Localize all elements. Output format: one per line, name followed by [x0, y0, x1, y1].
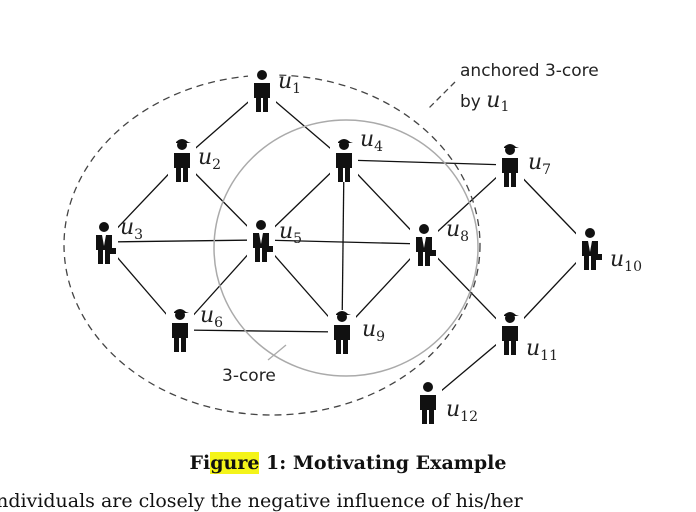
caption-rest: 1: Motivating Example: [259, 452, 507, 474]
figure-caption: Figure 1: Motivating Example: [0, 452, 696, 474]
edges-group: [103, 89, 591, 403]
person-icon: [502, 144, 519, 187]
node-u7: u7: [496, 143, 551, 187]
edge-u8-u7: [423, 164, 511, 245]
caption-prefix: Fi: [189, 452, 211, 474]
node-u2: u2: [168, 138, 221, 182]
node-u11: u11: [496, 311, 558, 364]
core-label-pointer: [267, 344, 287, 361]
node-u1: u1: [248, 68, 301, 112]
person-icon: [96, 222, 116, 264]
person-icon: [172, 309, 189, 352]
node-u3: u3: [90, 215, 143, 264]
node-label-u10: u10: [610, 247, 642, 275]
node-label-u4: u4: [360, 127, 383, 155]
node-u12: u12: [414, 380, 478, 425]
edge-u3-u5: [103, 239, 262, 243]
node-u5: u5: [247, 218, 302, 262]
edge-u6-u9: [179, 329, 343, 333]
node-label-u9: u9: [362, 317, 385, 345]
edge-u4-u7: [343, 159, 511, 166]
node-u4: u4: [330, 127, 383, 182]
edge-u5-u8: [260, 239, 425, 245]
node-label-u11: u11: [526, 336, 558, 364]
nodes-group: u1 u2 u3 u4 u5 u6 u7 u8 u9 u10 u11 u12: [90, 68, 642, 425]
anchored-3-core-label: anchored 3-core: [460, 61, 599, 81]
node-u6: u6: [166, 303, 223, 352]
node-label-u6: u6: [200, 303, 223, 331]
partial-body-text: individuals are closely the negative inf…: [0, 490, 523, 512]
node-label-u8: u8: [446, 217, 469, 245]
node-u8: u8: [410, 217, 469, 266]
3-core-boundary: [213, 119, 479, 377]
node-label-u1: u1: [278, 69, 301, 97]
person-icon: [416, 224, 436, 266]
person-icon: [254, 70, 270, 112]
anchored-label-pointer: [426, 81, 456, 111]
node-label-u12: u12: [446, 397, 478, 425]
person-icon: [502, 312, 519, 355]
node-label-u5: u5: [279, 219, 302, 247]
edge-u4-u9: [341, 159, 345, 333]
3-core-label: 3-core: [222, 366, 276, 386]
person-icon: [420, 382, 436, 424]
person-icon: [582, 228, 602, 270]
person-icon: [334, 311, 351, 354]
edge-u8-u11: [423, 243, 511, 334]
person-icon: [253, 220, 273, 262]
anchored-by-label: by u1: [460, 88, 509, 115]
caption-highlight: gure: [210, 452, 260, 474]
node-label-u7: u7: [528, 150, 551, 178]
node-label-u2: u2: [198, 145, 221, 173]
node-label-u3: u3: [120, 215, 143, 243]
person-icon: [174, 139, 191, 182]
node-u9: u9: [328, 310, 385, 354]
person-icon: [336, 139, 353, 182]
node-u10: u10: [576, 226, 642, 275]
